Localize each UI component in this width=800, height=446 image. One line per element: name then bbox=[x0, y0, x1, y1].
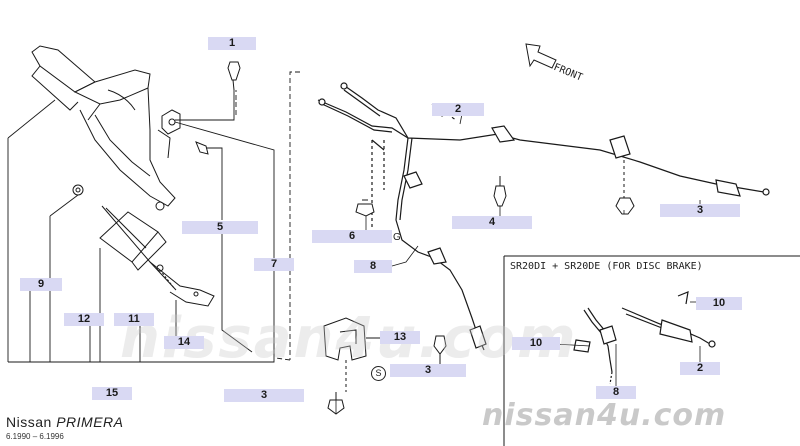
callout-7: 7 bbox=[254, 258, 294, 271]
callout-3-center: 3 bbox=[390, 364, 466, 377]
callout-6: 6 bbox=[312, 230, 392, 243]
callout-10-right: 10 bbox=[696, 297, 742, 310]
left-group-frame bbox=[7, 90, 275, 363]
callout-8-inset: 8 bbox=[596, 386, 636, 399]
bracket-part-13 bbox=[323, 317, 390, 392]
callout-14: 14 bbox=[164, 336, 204, 349]
hand-brake-bracket bbox=[72, 184, 215, 307]
mark-s: S bbox=[371, 366, 386, 381]
callout-9: 9 bbox=[20, 278, 62, 291]
rear-cable-part-8 bbox=[371, 137, 487, 351]
bolt-part-3-upper bbox=[615, 160, 635, 215]
callout-3-bottom: 3 bbox=[224, 389, 304, 402]
disc-brake-inset-frame bbox=[503, 255, 800, 446]
front-arrow bbox=[525, 43, 557, 69]
callout-5: 5 bbox=[182, 221, 258, 234]
disc-brake-variant-label: SR20DI + SR20DE (FOR DISC BRAKE) bbox=[510, 261, 703, 272]
callout-2-inset: 2 bbox=[680, 362, 720, 375]
hand-brake-lever bbox=[31, 45, 176, 211]
callout-12: 12 bbox=[64, 313, 104, 326]
callout-10-left: 10 bbox=[512, 337, 560, 350]
vehicle-model: PRIMERA bbox=[56, 414, 124, 430]
callout-2: 2 bbox=[432, 103, 484, 116]
vehicle-make: Nissan bbox=[6, 414, 52, 430]
vehicle-title: Nissan PRIMERA bbox=[6, 414, 123, 430]
callout-1: 1 bbox=[208, 37, 256, 50]
callout-3-right: 3 bbox=[660, 204, 740, 217]
bolt-part-4 bbox=[493, 176, 507, 207]
callout-4: 4 bbox=[452, 216, 532, 229]
callout-11: 11 bbox=[114, 313, 154, 326]
front-cable-part-2 bbox=[317, 82, 770, 197]
grommet-part-6 bbox=[355, 199, 375, 217]
mark-g: G bbox=[393, 232, 401, 243]
callout-8: 8 bbox=[354, 260, 392, 273]
callout-15: 15 bbox=[92, 387, 132, 400]
bolt-part-1 bbox=[227, 61, 241, 91]
disc-brake-cables bbox=[573, 291, 716, 385]
callout-13: 13 bbox=[380, 331, 420, 344]
production-period: 6.1990 – 6.1996 bbox=[6, 432, 64, 441]
watermark: nissan4u.com bbox=[482, 398, 727, 433]
